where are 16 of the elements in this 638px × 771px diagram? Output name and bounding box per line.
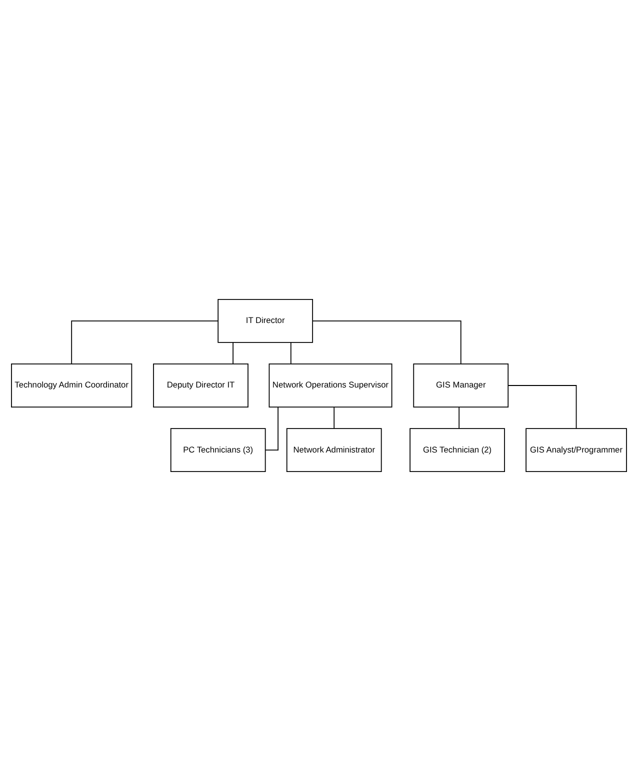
connector	[508, 385, 577, 429]
connector	[458, 406, 460, 429]
node-box: PC Technicians (3)	[170, 428, 266, 472]
node-box: GIS Technician (2)	[410, 428, 505, 472]
node-box: IT Director	[218, 298, 314, 343]
connector	[232, 342, 234, 364]
connector	[312, 320, 462, 364]
node-box: GIS Manager	[413, 364, 509, 408]
node-box: Network Administrator	[286, 428, 382, 472]
connector	[71, 320, 218, 364]
connector	[290, 342, 292, 364]
node-box: Deputy Director IT	[153, 364, 248, 408]
node-box: Technology Admin Coordinator	[11, 364, 132, 408]
node-box: GIS Analyst/Programmer	[526, 428, 627, 472]
connector	[334, 406, 335, 429]
node-box: Network Operations Supervisor	[268, 364, 392, 408]
